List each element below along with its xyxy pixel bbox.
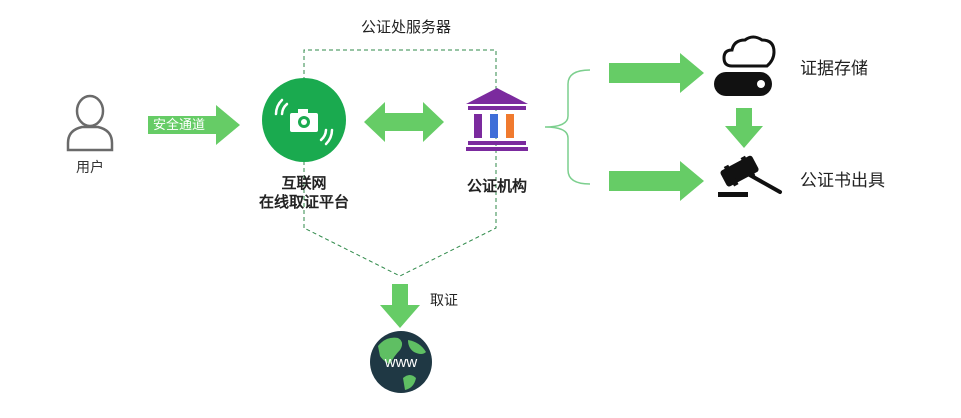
user-label: 用户 xyxy=(76,159,104,175)
certificate-arrow xyxy=(609,161,704,201)
secure-channel-label: 安全通道 xyxy=(153,117,206,132)
evidence-label: 取证 xyxy=(430,292,458,308)
camera-signal-icon xyxy=(262,78,346,162)
evidence-arrow xyxy=(380,284,420,328)
storage-arrow xyxy=(609,53,704,93)
bidirectional-arrow xyxy=(364,102,444,142)
bank-building-icon xyxy=(466,88,528,151)
platform-label-line2: 在线取证平台 xyxy=(258,194,350,211)
notary-label: 公证机构 xyxy=(466,178,528,195)
user-outline-icon xyxy=(66,94,114,152)
secure-channel-arrow xyxy=(148,105,240,145)
globe-www-icon xyxy=(370,331,432,393)
gavel-icon xyxy=(718,155,782,197)
certificate-label: 公证书出具 xyxy=(800,171,885,190)
server-zone-label: 公证处服务器 xyxy=(360,19,452,36)
server-zone-boundary xyxy=(303,49,497,277)
storage-label: 证据存储 xyxy=(800,59,868,78)
branch-bracket xyxy=(544,69,591,185)
cloud-server-icon xyxy=(714,35,776,96)
www-label: www xyxy=(384,354,418,371)
platform-label-line1: 互联网 xyxy=(281,175,327,192)
storage-to-certificate-arrow xyxy=(725,108,763,148)
